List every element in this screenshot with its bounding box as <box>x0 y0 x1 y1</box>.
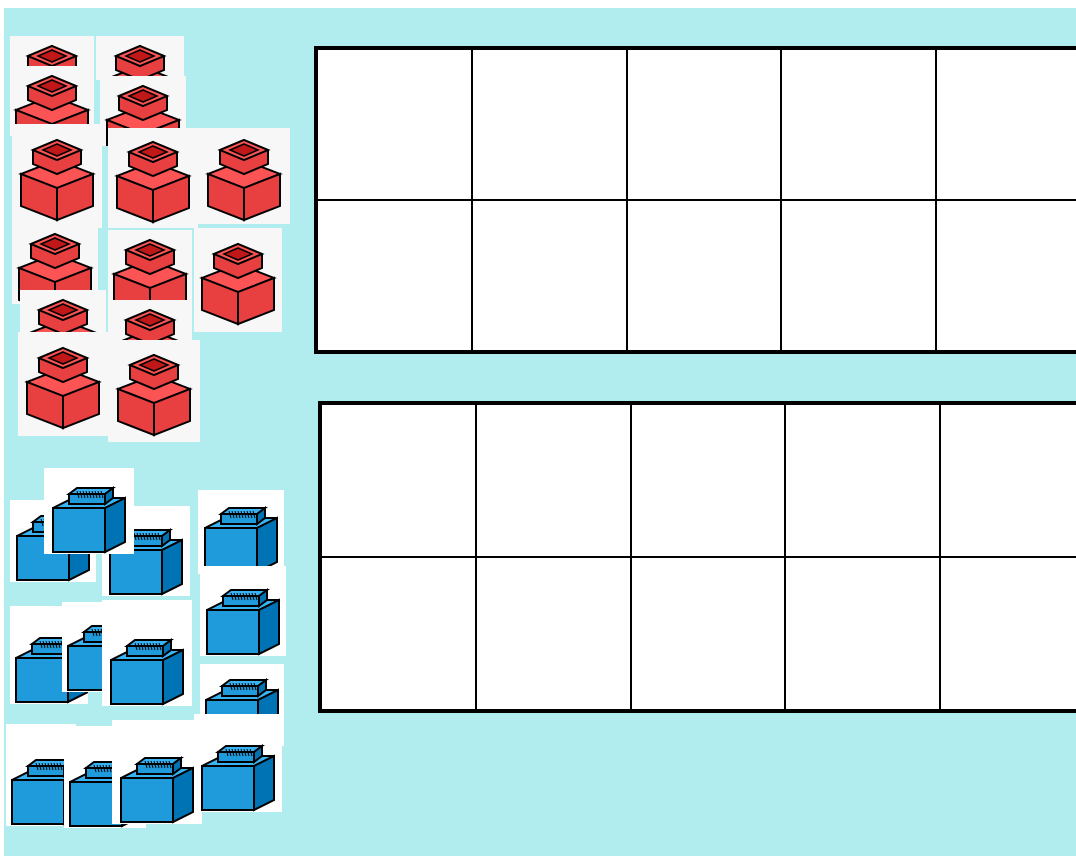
blue-linking-cube-icon[interactable] <box>194 714 282 812</box>
blue-linking-cube-icon[interactable] <box>44 468 134 554</box>
red-linking-cube-icon[interactable] <box>108 340 200 442</box>
blue-linking-cube-icon[interactable] <box>200 566 286 656</box>
ten-frame-cell[interactable] <box>936 49 1076 200</box>
ten-frame-cell[interactable] <box>321 404 476 557</box>
red-linking-cube-icon[interactable] <box>96 36 184 80</box>
red-linking-cube-icon[interactable] <box>18 332 108 436</box>
ten-frame-top <box>314 46 1076 354</box>
blue-linking-cube-icon[interactable] <box>112 720 202 824</box>
ten-frame-cell[interactable] <box>627 49 782 200</box>
red-linking-cube-icon[interactable] <box>194 228 282 332</box>
ten-frame-cell[interactable] <box>785 404 940 557</box>
red-linking-cube-icon[interactable] <box>108 230 192 306</box>
ten-frame-cell[interactable] <box>936 200 1076 351</box>
ten-frame-cell[interactable] <box>476 404 631 557</box>
ten-frame-cell[interactable] <box>476 557 631 710</box>
red-linking-cube-icon[interactable] <box>108 128 198 228</box>
ten-frame-bottom <box>318 401 1076 713</box>
workspace <box>4 8 1076 856</box>
ten-frame-cell[interactable] <box>631 557 786 710</box>
ten-frame-cell[interactable] <box>317 200 472 351</box>
ten-frame-cell[interactable] <box>940 557 1076 710</box>
ten-frame-cell[interactable] <box>317 49 472 200</box>
ten-frame-cell[interactable] <box>781 49 936 200</box>
red-linking-cube-icon[interactable] <box>198 128 290 224</box>
blue-linking-cube-icon[interactable] <box>102 600 192 706</box>
red-linking-cube-icon[interactable] <box>12 124 102 228</box>
ten-frame-cell[interactable] <box>940 404 1076 557</box>
blue-linking-cube-icon[interactable] <box>198 490 284 574</box>
ten-frame-cell[interactable] <box>781 200 936 351</box>
ten-frame-cell[interactable] <box>631 404 786 557</box>
ten-frame-cell[interactable] <box>627 200 782 351</box>
ten-frame-cell[interactable] <box>472 49 627 200</box>
ten-frame-cell[interactable] <box>321 557 476 710</box>
ten-frame-cell[interactable] <box>785 557 940 710</box>
ten-frame-cell[interactable] <box>472 200 627 351</box>
